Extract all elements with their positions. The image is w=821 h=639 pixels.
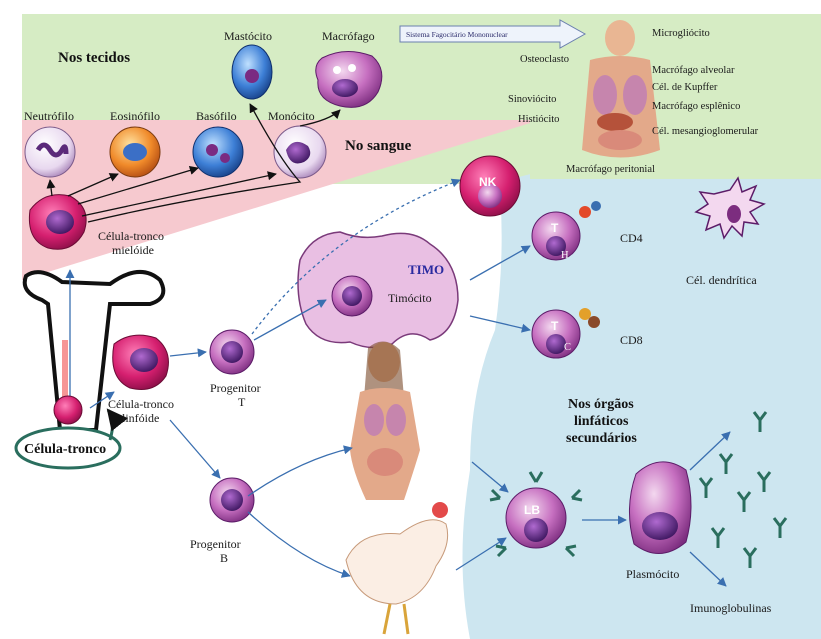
synovial-label: Sinoviócito — [508, 94, 556, 105]
myeloid-arrows — [46, 103, 341, 223]
chicken-illustration — [345, 502, 449, 635]
plasma-label: Plasmócito — [626, 567, 679, 581]
myeloid-stem-label-1: Célula-tronco — [98, 229, 164, 243]
progenitor-b-label-2: B — [220, 551, 228, 565]
cd8-c-sub: C — [564, 342, 571, 353]
macrophage-label: Macrófago — [322, 29, 375, 43]
mesangial-label: Cél. mesangioglomerular — [652, 126, 759, 137]
cd4-label: CD4 — [620, 231, 643, 245]
cd8-label: CD8 — [620, 333, 643, 347]
thymocyte-label: Timócito — [388, 291, 432, 305]
thymus-organ — [297, 231, 459, 349]
lb-antibody-icons — [489, 471, 583, 558]
stem-cell — [53, 395, 83, 425]
neutrophil-label: Neutrófilo — [24, 109, 74, 123]
basophil-label: Basófilo — [196, 109, 237, 123]
secondary-lymphoid-title-1: Nos órgãos — [568, 397, 634, 412]
immunoglobulins-label: Imunoglobulinas — [690, 601, 772, 615]
lymphoid-stem-label-2: linfóide — [122, 411, 159, 425]
dendritic-label: Cél. dendrítica — [686, 273, 757, 287]
cd8-t-letter: T — [551, 319, 559, 333]
progenitor-b-label-1: Progenitor — [190, 537, 241, 551]
blood-title: No sangue — [345, 138, 412, 154]
immunoglobulin-icons — [698, 411, 788, 568]
cd4-t-letter: T — [551, 221, 559, 235]
thymus-label: TIMO — [408, 262, 444, 277]
progenitor-t-label-2: T — [238, 395, 246, 409]
progenitor-t-label-1: Progenitor — [210, 381, 261, 395]
lymphoid-stem-label-1: Célula-tronco — [108, 397, 174, 411]
stem-cell-ring — [14, 426, 122, 470]
alveolar-label: Macrófago alveolar — [652, 65, 735, 76]
peritoneal-label: Macrófago peritonial — [566, 164, 655, 175]
mononuclear-arrow — [399, 19, 587, 49]
dendritic-cell — [694, 176, 766, 240]
lb-label: LB — [524, 503, 540, 517]
myeloid-stem-label-2: mielóide — [112, 243, 154, 257]
monocyte-label: Monócito — [268, 109, 315, 123]
microglia-label: Microgliócito — [652, 28, 710, 39]
osteoclast-label: Osteoclasto — [520, 54, 569, 65]
cd8-receptor-icon — [579, 308, 591, 320]
human-body-illustration — [350, 341, 420, 500]
secondary-lymphoid-title-2: linfáticos — [574, 414, 629, 429]
kupffer-label: Cél. de Kupffer — [652, 82, 718, 93]
secondary-lymphoid-title-3: secundários — [566, 431, 637, 446]
histiocyte-label: Histiócito — [518, 114, 559, 125]
splenic-label: Macrófago esplênico — [652, 101, 740, 112]
basophil-cell — [192, 126, 244, 178]
eosinophil-label: Eosinófilo — [110, 109, 160, 123]
nk-label: NK — [479, 175, 497, 189]
stem-cell-label: Célula-tronco — [24, 442, 106, 457]
cd4-h-sub: H — [561, 250, 569, 261]
human-torso-illustration — [582, 20, 660, 158]
cd4-receptor-icon — [579, 206, 591, 218]
mast-label: Mastócito — [224, 29, 272, 43]
tissues-title: Nos tecidos — [58, 50, 130, 66]
mononuclear-label: Sistema Fagocitário Mononuclear — [406, 30, 508, 39]
bone-illustration — [22, 270, 166, 432]
